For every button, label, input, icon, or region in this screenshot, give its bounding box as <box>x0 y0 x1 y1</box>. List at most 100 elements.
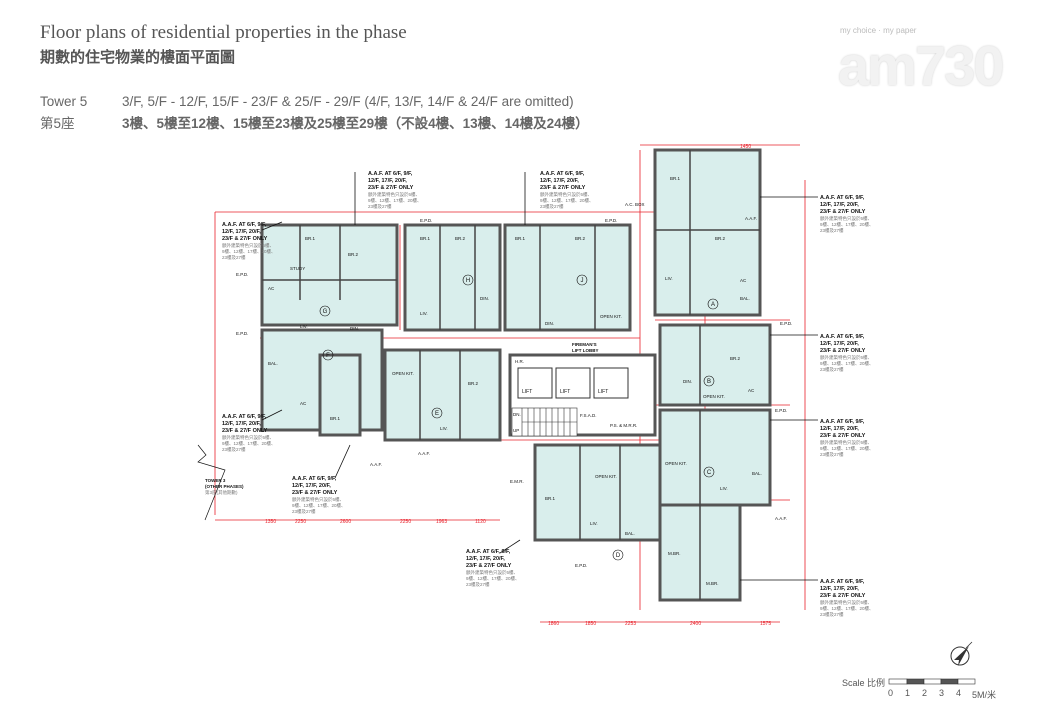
svg-text:額外建築特色只設於6樓、: 額外建築特色只設於6樓、 <box>292 496 344 503</box>
dim-label: 2250 <box>295 519 306 525</box>
tower3-label: TOWER 3 <box>205 478 226 483</box>
room-label: BAL. <box>740 296 750 301</box>
svg-text:9樓、12樓、17樓、20樓、: 9樓、12樓、17樓、20樓、 <box>820 360 874 367</box>
scale-label: Scale 比例 <box>842 678 886 688</box>
aaf-note: A.A.F. AT 6/F, 9/F, 12/F, 17/F, 20/F, 23… <box>222 222 276 261</box>
page-title-zh: 期數的住宅物業的樓面平面圖 <box>40 48 236 66</box>
flat-g-marker: G <box>319 305 331 317</box>
hr-label: H.R. <box>515 359 524 364</box>
room-label: AC <box>268 286 275 291</box>
room-label: A.A.F. <box>775 516 787 521</box>
svg-text:9樓、12樓、17樓、20樓、: 9樓、12樓、17樓、20樓、 <box>820 221 874 228</box>
svg-text:A.A.F. AT 6/F, 9/F,: A.A.F. AT 6/F, 9/F, <box>820 419 865 425</box>
room-label: A.A.F. <box>745 216 757 221</box>
aaf-note: A.A.F. AT 6/F, 9/F, 12/F, 17/F, 20/F, 23… <box>820 579 874 618</box>
svg-text:23樓及27樓: 23樓及27樓 <box>820 366 844 373</box>
svg-text:9樓、12樓、17樓、20樓、: 9樓、12樓、17樓、20樓、 <box>222 248 276 255</box>
svg-text:12/F, 17/F, 20/F,: 12/F, 17/F, 20/F, <box>222 421 261 427</box>
svg-text:12/F, 17/F, 20/F,: 12/F, 17/F, 20/F, <box>466 556 505 562</box>
flat-c-marker: C <box>703 466 715 478</box>
room-label: AC <box>300 401 307 406</box>
room-label: BR.2 <box>455 236 466 241</box>
aaf-note: A.A.F. AT 6/F, 9/F, 12/F, 17/F, 20/F, 23… <box>820 334 874 373</box>
room-label: BR.2 <box>715 236 726 241</box>
svg-text:12/F, 17/F, 20/F,: 12/F, 17/F, 20/F, <box>292 483 331 489</box>
scale-tick: 1 <box>905 688 911 698</box>
svg-text:12/F, 17/F, 20/F,: 12/F, 17/F, 20/F, <box>820 202 859 208</box>
dim-label: 1963 <box>436 519 447 525</box>
staircase <box>511 407 578 437</box>
svg-text:A.A.F. AT 6/F, 9/F,: A.A.F. AT 6/F, 9/F, <box>820 334 865 340</box>
svg-text:A.A.F. AT 6/F, 9/F,: A.A.F. AT 6/F, 9/F, <box>540 171 585 177</box>
svg-text:額外建築特色只設於6樓、: 額外建築特色只設於6樓、 <box>368 191 420 198</box>
svg-text:23樓及27樓: 23樓及27樓 <box>820 451 844 458</box>
lobby-label-1: FIREMAN'S <box>572 342 597 347</box>
room-label: BR.1 <box>545 496 556 501</box>
svg-text:額外建築特色只設於6樓、: 額外建築特色只設於6樓、 <box>820 439 872 446</box>
flat-j-marker: J <box>576 274 588 286</box>
svg-text:A.A.F. AT 6/F, 9/F,: A.A.F. AT 6/F, 9/F, <box>466 549 511 555</box>
room-label: E.P.D. <box>575 563 587 568</box>
room-label: M.BR. <box>668 551 681 556</box>
room-label: BAL. <box>268 361 278 366</box>
emr-label: E.M.R. <box>510 479 524 484</box>
room-label: E.P.D. <box>780 321 792 326</box>
room-label: STUDY <box>290 266 305 271</box>
lobby-label-2: LIFT LOBBY <box>572 348 599 353</box>
svg-text:A.A.F. AT 6/F, 9/F,: A.A.F. AT 6/F, 9/F, <box>222 414 267 420</box>
svg-text:額外建築特色只設於6樓、: 額外建築特色只設於6樓、 <box>222 434 274 441</box>
svg-text:額外建築特色只設於6樓、: 額外建築特色只設於6樓、 <box>222 242 274 249</box>
svg-text:9樓、12樓、17樓、20樓、: 9樓、12樓、17樓、20樓、 <box>292 502 346 509</box>
svg-text:額外建築特色只設於6樓、: 額外建築特色只設於6樓、 <box>466 569 518 576</box>
dim-label: 1450 <box>740 144 751 150</box>
room-label: OPEN KIT. <box>595 474 617 479</box>
flat-h-marker: H <box>462 274 474 286</box>
svg-text:23/F & 27/F ONLY: 23/F & 27/F ONLY <box>820 209 866 215</box>
room-label: BR.1 <box>330 416 341 421</box>
lift-label: LIFT <box>598 389 608 395</box>
room-label: OPEN KIT. <box>600 314 622 319</box>
room-label: A.A.F. <box>418 451 430 456</box>
room-label: E.P.D. <box>236 272 248 277</box>
dim-label: 1860 <box>548 621 559 627</box>
scale-tick: 4 <box>956 688 962 698</box>
svg-text:A: A <box>711 302 715 308</box>
room-label: BR.2 <box>575 236 586 241</box>
svg-text:23/F & 27/F ONLY: 23/F & 27/F ONLY <box>820 593 866 599</box>
flat-a-marker: A <box>707 298 719 310</box>
interior-walls <box>262 150 760 600</box>
logo-name: am730 <box>838 34 1004 97</box>
room-label: AC <box>748 388 755 393</box>
scale-tick: 2 <box>922 688 928 698</box>
room-label: A.C. BOX <box>625 202 645 207</box>
dim-label: 1575 <box>760 621 771 627</box>
room-label: BR.1 <box>420 236 431 241</box>
svg-text:23樓及27樓: 23樓及27樓 <box>820 611 844 618</box>
aaf-note: A.A.F. AT 6/F, 9/F, 12/F, 17/F, 20/F, 23… <box>292 476 346 515</box>
room-label: E.P.D. <box>605 218 617 223</box>
aaf-note-line2: 12/F, 17/F, 20/F, <box>222 229 261 235</box>
room-label: A.A.F. <box>370 462 382 467</box>
dim-label: 2253 <box>625 621 636 627</box>
svg-text:E: E <box>435 411 439 417</box>
flat-f-marker: F <box>322 349 334 361</box>
svg-text:23/F & 27/F ONLY: 23/F & 27/F ONLY <box>368 185 414 191</box>
room-labels: BR.1 BR.2 STUDY LIV. DIN. BAL. AC BR.1 B… <box>236 176 792 586</box>
aaf-note-line3: 23/F & 27/F ONLY <box>222 236 268 242</box>
svg-text:23樓及27樓: 23樓及27樓 <box>466 581 490 588</box>
svg-text:12/F, 17/F, 20/F,: 12/F, 17/F, 20/F, <box>820 426 859 432</box>
aaf-note: A.A.F. AT 6/F, 9/F, 12/F, 17/F, 20/F, 23… <box>466 549 520 588</box>
dim-label: 2400 <box>690 621 701 627</box>
dim-label: 1350 <box>265 519 276 525</box>
stair-up-label: UP <box>513 428 519 433</box>
room-label: LIV. <box>440 426 448 431</box>
scale-tick: 3 <box>939 688 945 698</box>
svg-text:額外建築特色只設於6樓、: 額外建築特色只設於6樓、 <box>820 215 872 222</box>
svg-text:額外建築特色只設於6樓、: 額外建築特色只設於6樓、 <box>820 599 872 606</box>
room-label: BR.2 <box>468 381 479 386</box>
room-label: LIV. <box>665 276 673 281</box>
svg-text:9樓、12樓、17樓、20樓、: 9樓、12樓、17樓、20樓、 <box>820 445 874 452</box>
scale-tick: 5M/米 <box>972 690 997 700</box>
svg-text:A.A.F. AT 6/F, 9/F,: A.A.F. AT 6/F, 9/F, <box>820 579 865 585</box>
svg-text:F: F <box>326 353 330 359</box>
